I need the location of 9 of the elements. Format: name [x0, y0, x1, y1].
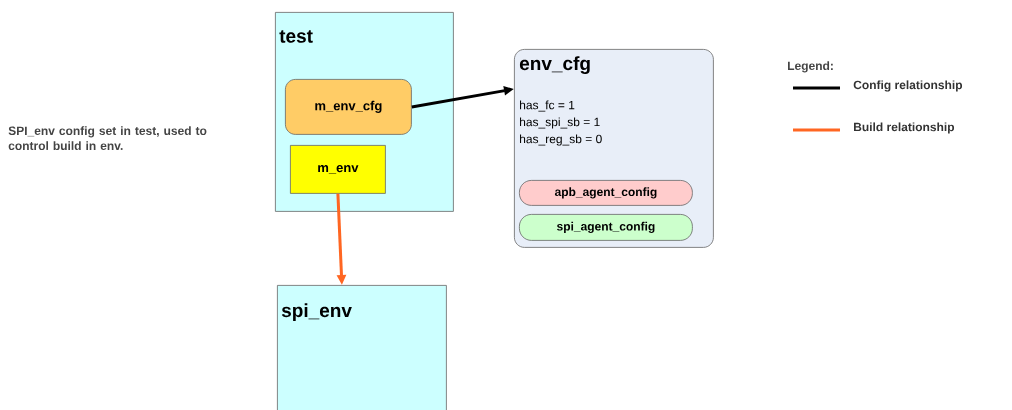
note-text: SPI_env config set in test, used to control build in env. [8, 126, 207, 150]
component-box: m_env_cfg [285, 79, 412, 135]
config-pill: spi_agent_config [519, 214, 693, 241]
legend-text: Config relationship [853, 80, 963, 92]
container-box: spi_env [277, 285, 447, 410]
component-box: m_env [290, 145, 386, 194]
legend-title: Legend: [788, 61, 833, 73]
config-pill: apb_agent_config [519, 180, 693, 206]
legend-text: Build relationship [854, 122, 955, 134]
